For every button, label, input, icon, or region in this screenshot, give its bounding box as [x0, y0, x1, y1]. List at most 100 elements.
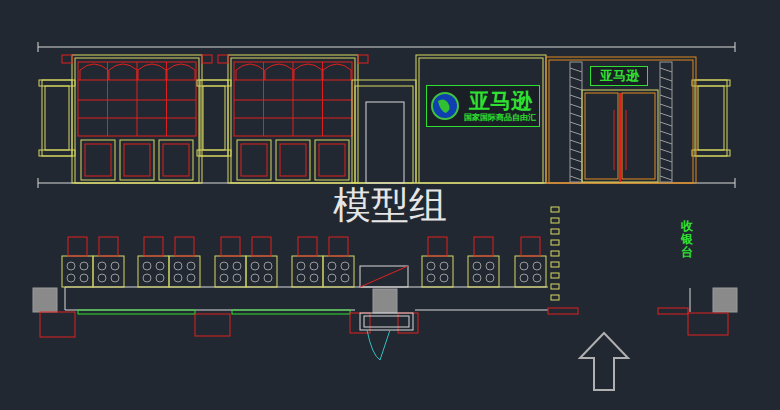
cad-line	[570, 122, 582, 126]
cad-line	[551, 251, 559, 256]
cad-line	[232, 310, 350, 314]
cad-line	[169, 256, 200, 287]
cad-line	[310, 262, 318, 270]
cad-line	[570, 158, 582, 162]
cad-line	[570, 167, 582, 171]
cad-line	[111, 262, 119, 270]
cad-line	[364, 316, 409, 327]
cad-line	[143, 262, 151, 270]
cad-line	[264, 274, 272, 282]
cad-line	[65, 287, 66, 310]
cad-line	[551, 207, 559, 212]
cad-line	[237, 140, 271, 180]
cad-line	[660, 167, 672, 171]
cad-line	[323, 64, 351, 80]
cad-line	[203, 86, 225, 150]
cad-line	[415, 310, 548, 311]
cad-line	[551, 262, 559, 267]
cad-line	[197, 150, 231, 156]
cad-line	[355, 86, 413, 183]
cad-line	[660, 68, 672, 72]
cad-line	[220, 262, 228, 270]
cad-line	[252, 237, 271, 256]
cad-line	[468, 256, 499, 287]
globe-logo	[430, 91, 460, 121]
cad-line	[78, 100, 196, 101]
cad-line	[551, 240, 559, 245]
cad-line	[551, 295, 559, 300]
cad-line	[231, 58, 355, 183]
cad-line	[570, 113, 582, 117]
cad-line	[120, 140, 154, 180]
cad-line	[276, 140, 310, 180]
cad-line	[367, 330, 390, 360]
cad-line	[200, 80, 228, 156]
cad-line	[515, 256, 546, 287]
cad-line	[67, 274, 75, 282]
cad-line	[234, 118, 352, 119]
cad-line	[570, 77, 582, 81]
cad-line	[533, 262, 541, 270]
cad-line	[614, 110, 615, 170]
cad-line	[174, 262, 182, 270]
cad-line	[98, 262, 106, 270]
cad-line	[520, 262, 528, 270]
cad-line	[373, 289, 397, 313]
cad-line	[62, 55, 72, 63]
cad-line	[156, 274, 164, 282]
cad-line	[297, 274, 305, 282]
cad-line	[427, 262, 435, 270]
logo-sign: 亚马逊国家国际商品自由汇	[426, 85, 540, 127]
cad-line	[109, 64, 137, 80]
cad-line	[80, 274, 88, 282]
cad-line	[549, 60, 693, 183]
cad-line	[570, 176, 582, 180]
cad-line	[551, 284, 559, 289]
cad-line	[78, 80, 196, 81]
cad-line	[660, 158, 672, 162]
cad-line	[99, 237, 118, 256]
cad-line	[78, 310, 195, 314]
north-arrow	[580, 333, 628, 390]
cashier-label: 收银台	[681, 220, 693, 260]
cad-line	[38, 47, 735, 48]
sign-name: 亚马逊	[469, 89, 532, 113]
cad-line	[80, 64, 108, 80]
cad-line	[72, 55, 202, 183]
cad-line	[38, 42, 39, 52]
cad-line	[156, 262, 164, 270]
cad-line	[143, 274, 151, 282]
cad-line	[187, 274, 195, 282]
cad-line	[473, 274, 481, 282]
cad-line	[570, 95, 582, 99]
sign-name: 亚马逊	[600, 69, 639, 84]
cad-line	[533, 274, 541, 282]
cad-line	[427, 274, 435, 282]
cad-line	[159, 140, 193, 180]
cad-line	[167, 64, 195, 80]
cad-line	[366, 102, 404, 183]
cad-line	[735, 178, 736, 188]
cad-line	[440, 274, 448, 282]
cad-line	[341, 262, 349, 270]
cad-line	[660, 140, 672, 144]
cad-line	[280, 144, 306, 176]
cad-line	[234, 80, 352, 81]
cad-line	[233, 262, 241, 270]
cad-line	[688, 313, 728, 335]
cad-line	[228, 55, 358, 183]
cad-line	[692, 80, 730, 86]
cad-line	[68, 237, 87, 256]
cad-line	[660, 131, 672, 135]
cad-line	[690, 288, 691, 312]
cad-line	[660, 62, 672, 182]
cad-line	[546, 57, 696, 183]
cad-line	[660, 149, 672, 153]
cad-line	[660, 122, 672, 126]
cad-line	[294, 64, 322, 80]
cad-line	[473, 262, 481, 270]
cad-line	[660, 95, 672, 99]
cad-line	[33, 288, 57, 312]
cad-line	[174, 274, 182, 282]
cad-line	[626, 110, 627, 170]
